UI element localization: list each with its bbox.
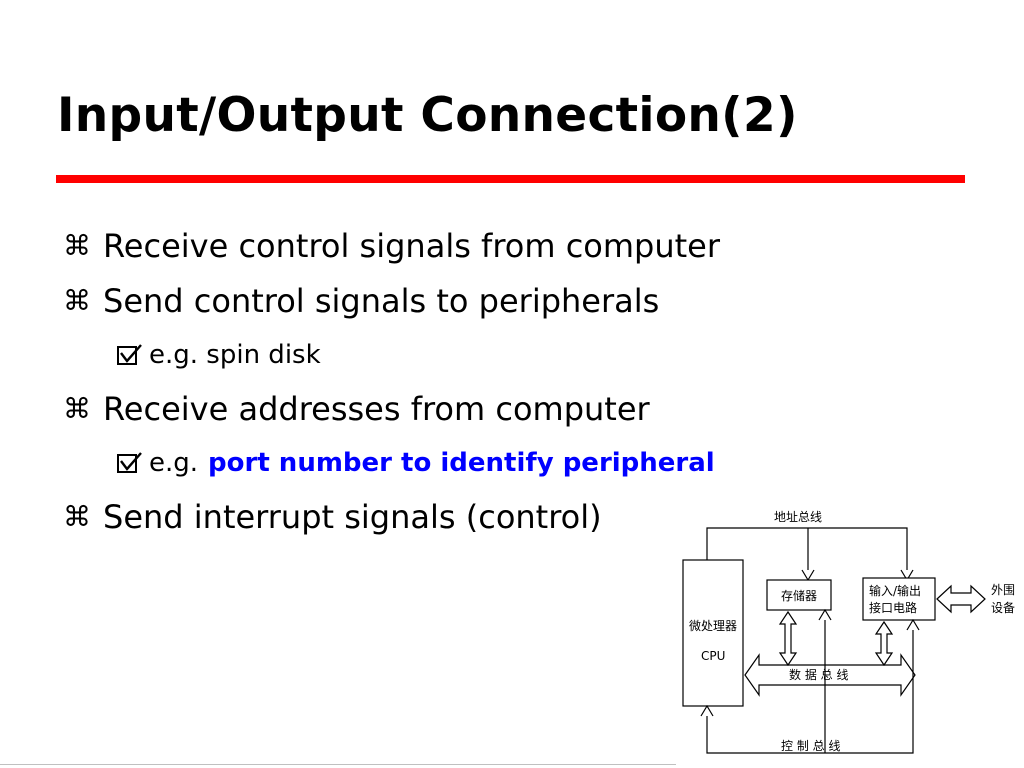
sub-bullet-item: e.g. spin disk (63, 328, 720, 381)
peripheral-arrow (936, 584, 986, 614)
data-bus-label: 数 据 总 线 (789, 667, 848, 682)
cpu-label-zh: 微处理器 (689, 619, 737, 633)
io-interface-label-1: 输入/输出 (869, 583, 921, 598)
control-bus-label: 控 制 总 线 (781, 739, 840, 753)
command-key-icon: ⌘ (63, 391, 91, 425)
memory-label: 存储器 (781, 588, 817, 603)
peripheral-label-1: 外围 (991, 583, 1015, 597)
peripheral-label-2: 设备 (991, 601, 1015, 615)
control-bus-arrows (700, 608, 920, 717)
io-data-arrow (874, 620, 894, 667)
cpu-label-en: CPU (701, 649, 725, 663)
bullet-text: Send interrupt signals (control) (103, 497, 602, 536)
bullet-list: ⌘ Receive control signals from computer … (63, 218, 720, 544)
bullet-item: ⌘ Send interrupt signals (control) (63, 489, 720, 544)
emphasis-text: port number to identify peripheral (208, 447, 715, 478)
checkbox-check-icon (117, 343, 147, 368)
control-bus-line (706, 612, 914, 754)
title-underline (56, 175, 965, 183)
footer-divider (0, 764, 676, 765)
bullet-text: Receive control signals from computer (103, 226, 721, 265)
memory-data-arrow (778, 610, 798, 667)
bus-diagram: 地址总线 微处理器 CPU 存储器 输入/输出 接口电路 外围 设备 数 据 总… (682, 510, 1015, 754)
io-interface-label-2: 接口电路 (869, 600, 917, 615)
cpu-box (682, 559, 744, 707)
checkbox-check-icon (117, 451, 147, 476)
bullet-item: ⌘ Send control signals to peripherals (63, 273, 720, 328)
address-bus-line (706, 527, 908, 576)
bullet-item: ⌘ Receive control signals from computer (63, 218, 720, 273)
sub-bullet-item: e.g. port number to identify peripheral (63, 436, 720, 489)
slide-title: Input/Output Connection(2) (57, 88, 798, 143)
memory-box (766, 579, 832, 611)
sub-bullet-text: e.g. spin disk (149, 339, 321, 370)
bullet-text: Receive addresses from computer (103, 389, 650, 428)
command-key-icon: ⌘ (63, 228, 91, 262)
io-interface-box (862, 577, 936, 621)
command-key-icon: ⌘ (63, 499, 91, 533)
bullet-item: ⌘ Receive addresses from computer (63, 381, 720, 436)
sub-bullet-text: e.g. (149, 447, 199, 478)
address-bus-label: 地址总线 (774, 510, 822, 524)
command-key-icon: ⌘ (63, 283, 91, 317)
bullet-text: Send control signals to peripherals (103, 281, 660, 320)
